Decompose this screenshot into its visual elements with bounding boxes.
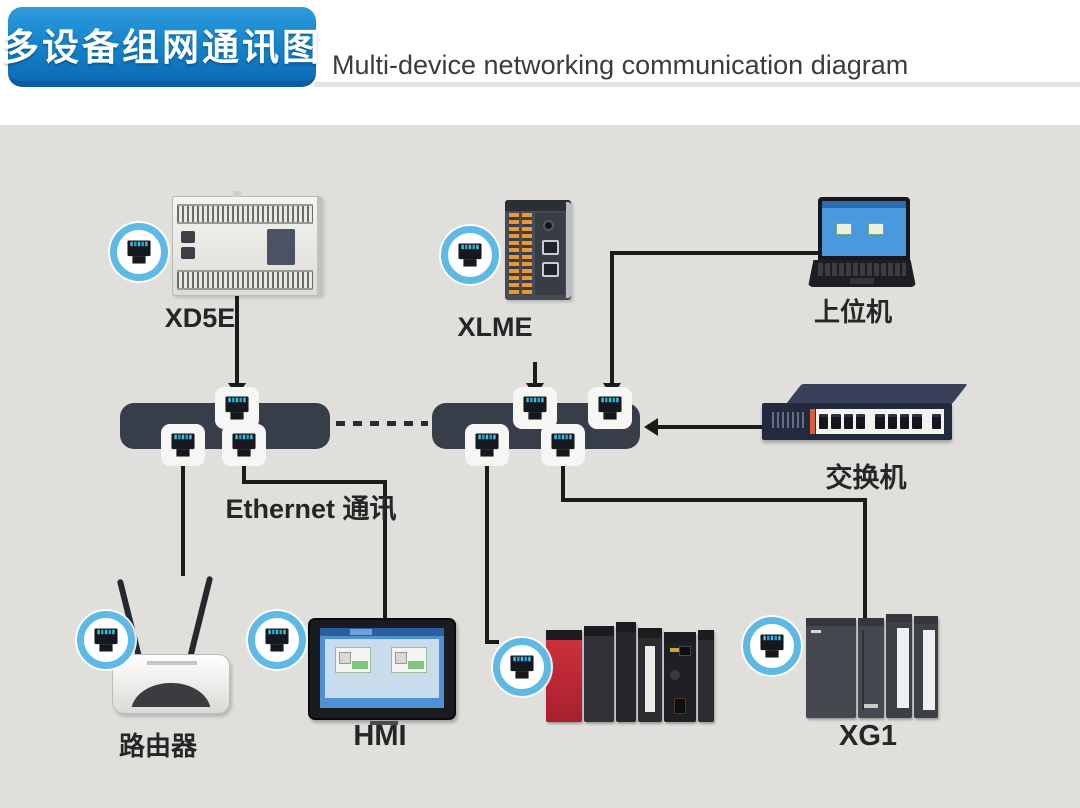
rj45-ethernet-icon-router	[77, 611, 135, 669]
switch-front-panel	[762, 403, 952, 440]
hmi-screen-titlebar	[320, 628, 444, 636]
device-host-laptop-screen	[818, 197, 910, 260]
device-plc-rack	[540, 612, 716, 726]
rj45-port-icon	[465, 424, 509, 466]
page-title-english: Multi-device networking communication di…	[332, 50, 909, 80]
line-xg1-v2	[863, 498, 867, 620]
label-xlme: XLME	[457, 312, 533, 342]
xg1-io-module	[914, 616, 938, 718]
arrowhead-switch	[644, 418, 658, 436]
xg1-io-module	[886, 614, 912, 718]
line-xg1-v1	[561, 463, 565, 502]
xd5e-terminal-strip-bottom	[177, 270, 313, 290]
xlme-terminal-column	[522, 213, 532, 295]
device-ethernet-switch	[762, 384, 968, 450]
hmi-screen-tile	[391, 647, 427, 673]
rack-module	[616, 622, 636, 722]
rack-cpu-module	[664, 632, 696, 722]
xd5e-terminal-strip-top	[177, 204, 313, 224]
laptop-display-icon	[868, 223, 884, 235]
label-xd5e: XD5E	[164, 303, 236, 333]
xlme-round-connector	[543, 220, 554, 231]
rj45-ethernet-icon-xg1	[743, 617, 801, 675]
switch-top-face	[786, 384, 968, 404]
hmi-screen	[320, 628, 444, 708]
line-xg1-horizontal	[561, 498, 867, 502]
rj45-ethernet-icon-hmi	[248, 611, 306, 669]
xlme-top-cap	[505, 200, 571, 211]
line-hmi-v1	[242, 463, 246, 484]
switch-port-strip	[816, 409, 944, 434]
xg1-cpu-module	[806, 618, 856, 718]
device-wifi-router	[98, 572, 238, 722]
xlme-ethernet-port	[542, 262, 559, 277]
line-xd5e-to-hub	[235, 282, 239, 385]
xlme-side-edge	[566, 202, 571, 298]
label-router: 路由器	[118, 731, 197, 761]
hmi-brand-logo	[370, 721, 398, 725]
rack-end-module	[698, 630, 714, 722]
label-switch: 交换机	[825, 463, 907, 493]
laptop-display-titlebar	[822, 201, 906, 208]
rj45-ethernet-icon-xlme	[441, 226, 499, 284]
header-title-box: 多设备组网通讯图	[2, 7, 319, 87]
line-host-horizontal	[610, 251, 818, 255]
device-hmi-panel	[308, 618, 456, 725]
line-xlme-to-hub	[533, 362, 537, 385]
label-xg1: XG1	[838, 720, 898, 752]
laptop-keyboard	[818, 263, 906, 276]
line-switch-to-hub	[656, 425, 768, 429]
rj45-port-icon	[215, 387, 259, 429]
laptop-trackpad	[850, 278, 874, 284]
line-rack-stub	[485, 640, 499, 644]
rj45-port-icon	[513, 387, 557, 429]
line-hmi-v2	[383, 480, 387, 622]
xg1-module	[858, 618, 884, 718]
label-ethernet-communication: Ethernet 通讯	[225, 494, 397, 524]
switch-accent-stripe	[810, 409, 815, 434]
hmi-screen-tile	[335, 647, 371, 673]
router-body	[112, 654, 230, 714]
device-xd5e-plc	[172, 191, 322, 296]
rj45-port-icon	[541, 424, 585, 466]
header-divider	[314, 82, 1080, 87]
xd5e-com-ports	[181, 231, 195, 261]
line-router-to-hub	[181, 463, 185, 576]
rj45-ethernet-icon-rack	[493, 638, 551, 696]
xd5e-mount-tab	[233, 191, 241, 197]
label-host: 上位机	[813, 297, 892, 327]
line-hmi-horizontal	[242, 480, 387, 484]
rack-power-module	[546, 630, 582, 722]
laptop-display-icon	[836, 223, 852, 235]
hmi-screen-panel	[325, 639, 439, 698]
rj45-port-icon	[161, 424, 205, 466]
device-host-laptop-base	[808, 260, 916, 287]
rj45-ethernet-icon-xd5e	[110, 223, 168, 281]
laptop-display	[822, 201, 906, 256]
router-front-grille	[123, 677, 219, 707]
hub-continuation-dashed-line	[336, 421, 428, 426]
device-xg1-plc	[806, 614, 938, 722]
line-rack-vertical	[485, 463, 489, 644]
line-host-vertical	[610, 251, 614, 385]
label-hmi: HMI	[353, 720, 407, 752]
xd5e-label-panel	[267, 229, 295, 265]
rack-module	[584, 626, 614, 722]
device-xlme-plc	[505, 200, 571, 300]
rj45-port-icon	[222, 424, 266, 466]
router-brand-strip	[147, 661, 197, 665]
xlme-ethernet-port	[542, 240, 559, 255]
switch-led-indicators	[772, 412, 806, 428]
xlme-terminal-column	[509, 213, 519, 295]
rj45-port-icon	[588, 387, 632, 429]
rack-io-module	[638, 628, 662, 722]
page-title-chinese: 多设备组网通讯图	[2, 27, 322, 68]
